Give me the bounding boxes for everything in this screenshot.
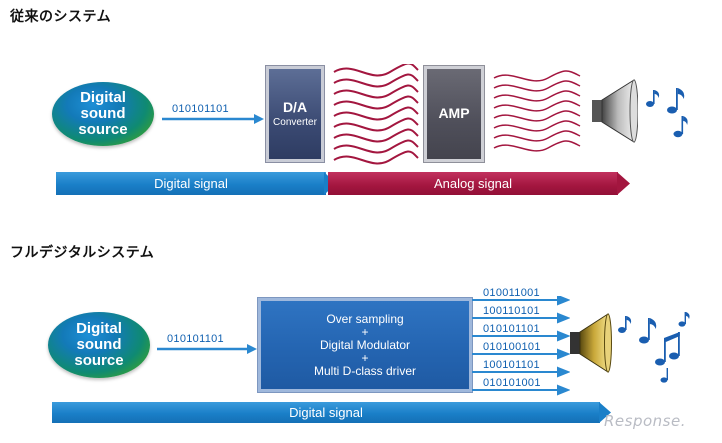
analog-signal-label: Analog signal (433, 176, 513, 191)
processor-plus-1: + (361, 325, 369, 339)
response-watermark: Response. (604, 412, 686, 430)
digital-signal-label-2: Digital signal (289, 405, 363, 420)
source-label-line2: sound (76, 336, 122, 353)
input-signal-arrow-2 (157, 344, 257, 354)
speaker-icon (570, 313, 612, 373)
da-title: D/A (282, 99, 308, 115)
output-bitstream-1: 010011001 (483, 287, 540, 299)
digital-band-2-arrowhead (599, 402, 611, 423)
input-bitstream-label-2: 010101101 (167, 333, 224, 345)
output-bitstream-3: 010101101 (483, 323, 540, 335)
output-bitstream-5: 100101101 (483, 359, 540, 371)
digital-processor-box: Over sampling + Digital Modulator + Mult… (257, 297, 473, 393)
digital-sound-source-oval: Digital sound source (52, 82, 154, 146)
processor-line-oversampling: Over sampling (326, 312, 404, 326)
analog-wave-1 (333, 64, 419, 165)
source-label-line2: sound (80, 105, 126, 122)
processor-plus-2: + (361, 351, 369, 365)
digital-signal-band-2: Digital signal (52, 402, 600, 423)
analog-band-arrowhead (617, 172, 630, 195)
music-note-icon (646, 88, 688, 138)
source-label-line3: source (74, 352, 124, 369)
input-signal-arrow (162, 114, 264, 124)
amp-box: AMP (423, 65, 485, 163)
da-subtitle: Converter (273, 117, 317, 128)
da-converter-box: D/A Converter (265, 65, 325, 163)
output-arrows (472, 296, 570, 396)
speaker-icon (592, 79, 638, 143)
heading-full-digital-system: フルデジタルシステム (10, 245, 155, 261)
digital-signal-label: Digital signal (154, 176, 228, 191)
digital-signal-band: Digital signal (56, 172, 326, 195)
source-label-line3: source (78, 121, 128, 138)
input-bitstream-label: 010101101 (172, 103, 229, 115)
output-bitstream-2: 100110101 (483, 305, 540, 317)
source-label-line1: Digital (80, 89, 126, 106)
digital-sound-source-oval-2: Digital sound source (48, 312, 150, 378)
source-label-line1: Digital (76, 320, 122, 337)
amp-title: AMP (438, 105, 470, 121)
heading-conventional-system: 従来のシステム (10, 9, 112, 25)
analog-signal-band: Analog signal (328, 172, 618, 195)
processor-line-modulator: Digital Modulator (319, 338, 411, 352)
output-bitstream-4: 010100101 (483, 341, 541, 353)
analog-wave-2 (493, 70, 581, 152)
processor-line-driver: Multi D-class driver (313, 364, 416, 378)
music-note-icon (618, 312, 690, 383)
output-bitstream-6: 010101001 (483, 377, 541, 389)
